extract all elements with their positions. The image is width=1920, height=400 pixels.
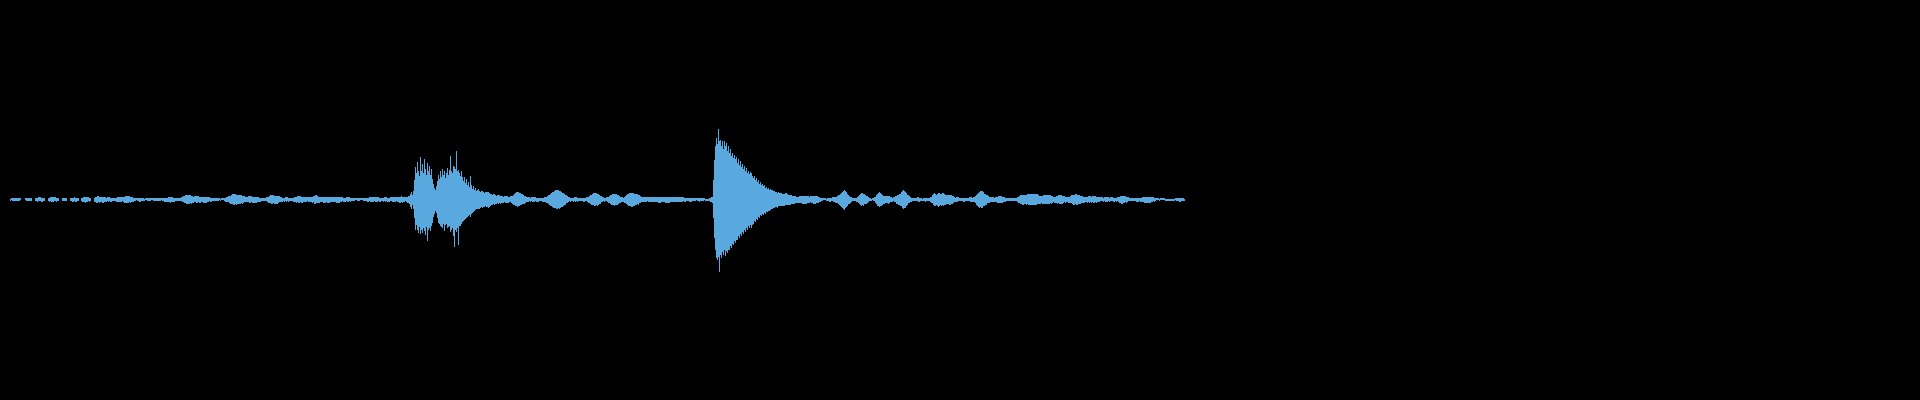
audio-waveform-panel <box>0 0 1920 400</box>
audio-waveform <box>0 0 1920 400</box>
